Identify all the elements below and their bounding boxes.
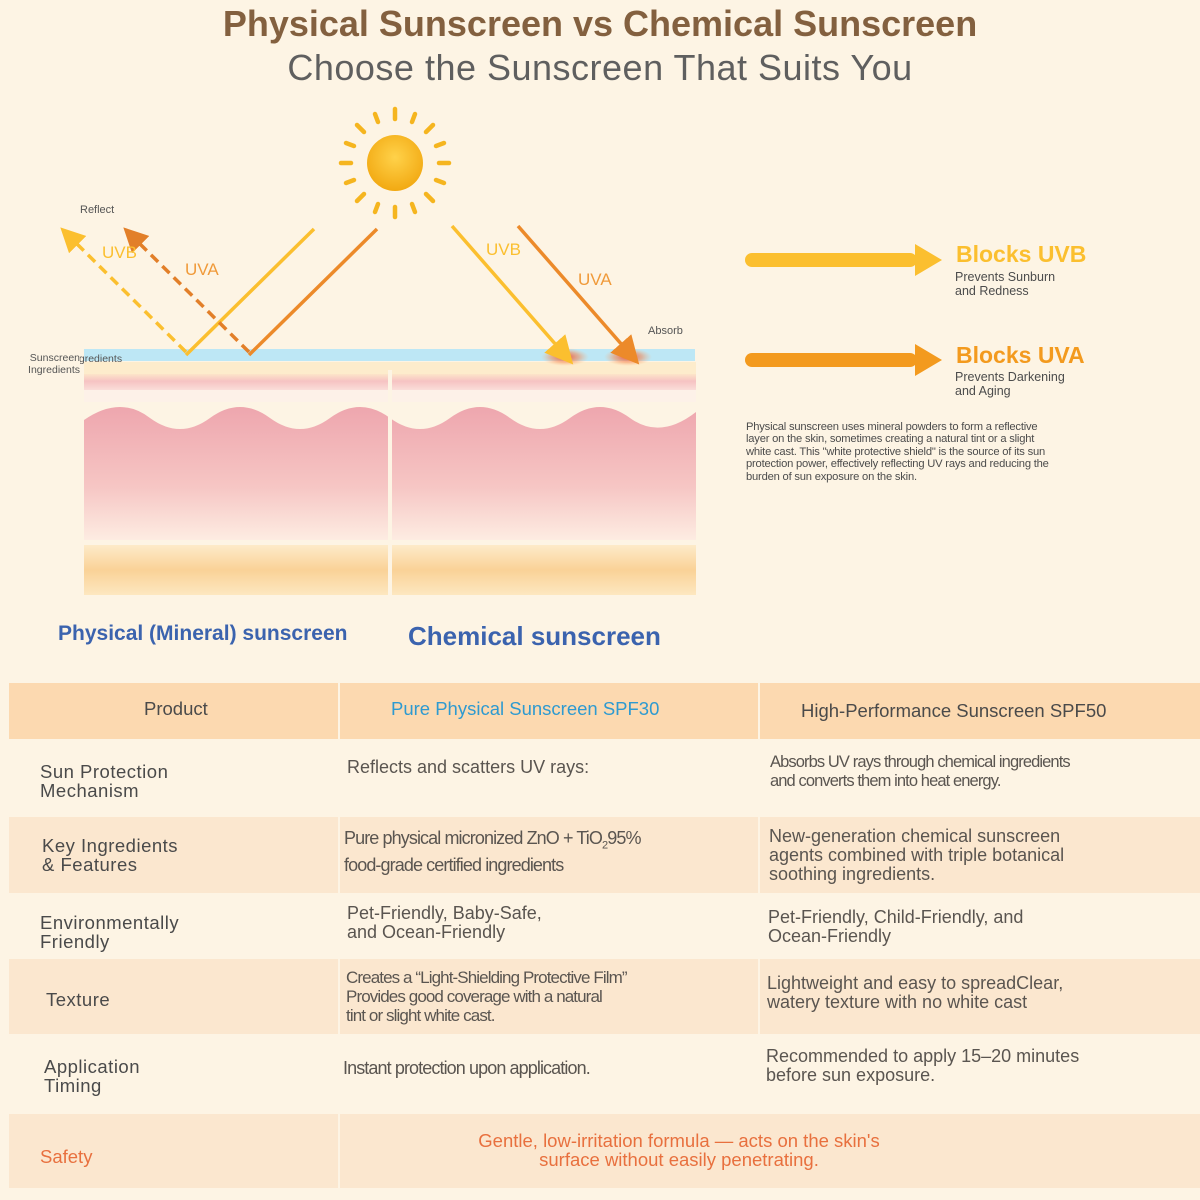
physical-sunscreen-label: Physical (Mineral) sunscreen: [58, 622, 348, 645]
texture-chemical: Lightweight and easy to spreadClear, wat…: [767, 974, 1063, 1012]
table-row: Application Timing Instant protection up…: [9, 1034, 1200, 1114]
uvb-label-chemical: UVB: [486, 240, 521, 259]
sun-icon: [338, 106, 452, 220]
row-label-ingredients: Key Ingredients & Features: [42, 836, 178, 874]
row-label-environment: Environmentally Friendly: [40, 913, 179, 951]
uva-label-chemical: UVA: [578, 270, 612, 289]
row-label-line: Timing: [44, 1075, 102, 1096]
page-subtitle: Choose the Sunscreen That Suits You: [287, 47, 913, 88]
table-row: Texture Creates a “Light-Shielding Prote…: [9, 959, 1200, 1034]
cell-line: Pure physical micronized ZnO + TiO: [344, 828, 603, 848]
row-label-line: Environmentally: [40, 912, 180, 933]
chemical-sunscreen-label: Chemical sunscreen: [408, 621, 661, 651]
safety-text: Gentle, low-irritation formula — acts on…: [339, 1131, 1019, 1169]
row-label-timing: Application Timing: [44, 1057, 140, 1095]
column-header-physical: Pure Physical Sunscreen SPF30: [391, 698, 660, 719]
cell-line: 95%: [607, 828, 641, 848]
page-title: Physical Sunscreen vs Chemical Sunscreen: [222, 3, 978, 44]
cell-line: agents combined with triple botanical: [769, 845, 1065, 865]
uva-label-physical: UVA: [185, 260, 219, 279]
table-row: Key Ingredients & Features Pure physical…: [9, 817, 1200, 893]
row-label-line: Friendly: [40, 931, 110, 952]
cell-line: surface without easily penetrating.: [539, 1149, 819, 1170]
physical-reflected-rays: [60, 227, 251, 354]
column-divider: [338, 683, 340, 1114]
row-label-mechanism: Sun Protection Mechanism: [40, 762, 168, 800]
column-divider: [338, 1114, 340, 1188]
row-label-line: Key Ingredients: [42, 835, 179, 856]
cell-line: Lightweight and easy to spreadClear,: [767, 973, 1064, 993]
blocks-uvb-subtitle: Prevents Sunburn and Redness: [955, 270, 1056, 298]
column-divider: [758, 683, 760, 1114]
cell-line: Gentle, low-irritation formula — acts on…: [478, 1130, 880, 1151]
cell-line: Recommended to apply 15–20 minutes: [766, 1046, 1080, 1066]
cell-line: Provides good coverage with a natural: [346, 987, 603, 1006]
absorb-label: Absorb: [648, 325, 683, 337]
cell-line: soothing ingredients.: [769, 864, 936, 884]
timing-physical: Instant protection upon application.: [343, 1058, 591, 1078]
row-label-line: Application: [44, 1056, 141, 1077]
row-label-line: Texture: [46, 989, 111, 1010]
subscript: 2: [602, 839, 608, 852]
cell-line: Creates a “Light-Shielding Protective Fi…: [346, 968, 628, 987]
cell-line: food-grade certified ingredients: [344, 854, 564, 875]
absorb-glow: [541, 348, 589, 366]
column-header-product: Product: [144, 698, 208, 719]
table-row: Environmentally Friendly Pet-Friendly, B…: [9, 893, 1200, 959]
physical-sunscreen-description: Physical sunscreen uses mineral powders …: [746, 421, 1049, 483]
row-label-texture: Texture: [46, 990, 110, 1009]
environment-chemical: Pet-Friendly, Child-Friendly, and Ocean-…: [768, 908, 1023, 946]
sunscreen-layer: [84, 349, 695, 361]
skin-cross-section: [84, 362, 696, 595]
mechanism-chemical: Absorbs UV rays through chemical ingredi…: [770, 753, 1071, 791]
cell-line: watery texture with no white cast: [767, 992, 1028, 1012]
physical-incoming-rays: [184, 227, 379, 357]
chemical-absorbed-rays: [450, 224, 640, 365]
cell-line: before sun exposure.: [766, 1065, 936, 1085]
row-label-line: Sun Protection: [40, 761, 169, 782]
cell-line: Ocean-Friendly: [768, 926, 892, 946]
blocks-uva-subtitle: Prevents Darkening and Aging: [955, 370, 1065, 398]
texture-physical: Creates a “Light-Shielding Protective Fi…: [346, 968, 628, 1025]
sunscreen-ingredients-label-overlay: Sunscreen Ingredients: [10, 352, 80, 376]
cell-line: New-generation chemical sunscreen: [769, 826, 1061, 846]
cell-line: Pet-Friendly, Baby-Safe,: [347, 903, 542, 923]
blocks-uva-title: Blocks UVA: [956, 342, 1085, 368]
blocks-uvb-title: Blocks UVB: [956, 241, 1087, 267]
column-header-chemical: High-Performance Sunscreen SPF50: [801, 700, 1107, 721]
timing-chemical: Recommended to apply 15–20 minutes befor…: [766, 1047, 1079, 1085]
row-label-line: Mechanism: [40, 780, 140, 801]
table-row: Sun Protection Mechanism Reflects and sc…: [9, 739, 1200, 817]
uvb-legend-arrow: [745, 244, 942, 276]
mechanism-physical: Reflects and scatters UV rays:: [347, 757, 590, 777]
cell-line: Pet-Friendly, Child-Friendly, and: [768, 907, 1024, 927]
cell-line: and Ocean-Friendly: [347, 922, 506, 942]
ingredients-physical: Pure physical micronized ZnO + TiO295% f…: [344, 829, 641, 875]
environment-physical: Pet-Friendly, Baby-Safe, and Ocean-Frien…: [347, 904, 542, 942]
uva-legend-arrow: [745, 344, 942, 376]
cell-line: and converts them into heat energy.: [770, 772, 1001, 790]
uv-diagram: Reflect Absorb UVB UVA UVB UVA Sunscreen…: [17, 106, 942, 595]
row-label-safety: Safety: [40, 1146, 93, 1167]
cell-line: tint or slight white cast.: [346, 1006, 495, 1025]
table-header-row: Product Pure Physical Sunscreen SPF30 Hi…: [9, 683, 1200, 739]
uvb-label-physical: UVB: [102, 243, 137, 262]
ingredients-chemical: New-generation chemical sunscreen agents…: [769, 827, 1064, 884]
reflect-label: Reflect: [80, 204, 114, 216]
row-label-line: & Features: [42, 854, 138, 875]
cell-line: Absorbs UV rays through chemical ingredi…: [770, 753, 1071, 771]
table-row-safety: Safety Gentle, low-irritation formula — …: [9, 1114, 1200, 1188]
